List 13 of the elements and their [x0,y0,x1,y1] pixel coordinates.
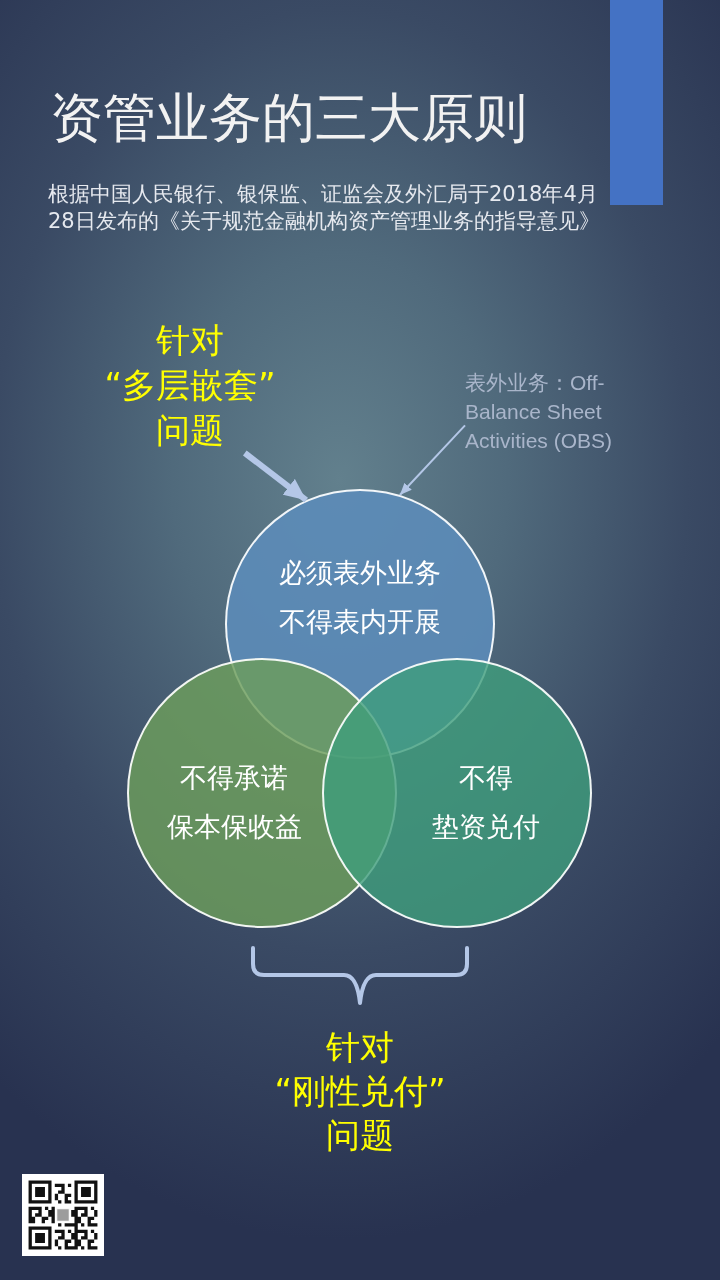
principle-text: 垫资兑付 [432,810,540,844]
note-text: 表外业务：Off-Balance Sheet Activities (OBS) [465,368,637,455]
subtitle: 根据中国人民银行、银保监、证监会及外汇局于2018年4月28日发布的《关于规范金融机构资产管理业务的指导意见》 [48,181,601,235]
principle-text: 不得 [459,761,513,795]
annotation-text: 针对“刚性兑付”问题 [274,1026,446,1157]
arrow [242,450,309,503]
principle-text: 保本保收益 [166,810,302,844]
arrow [398,424,466,496]
principle-text: 不得表内开展 [279,605,441,639]
annotation-text: 针对“多层嵌套”问题 [104,318,276,453]
title: 资管业务的三大原则 [50,86,527,150]
principle-text: 必须表外业务 [279,556,441,590]
principle-text: 不得承诺 [180,761,288,795]
